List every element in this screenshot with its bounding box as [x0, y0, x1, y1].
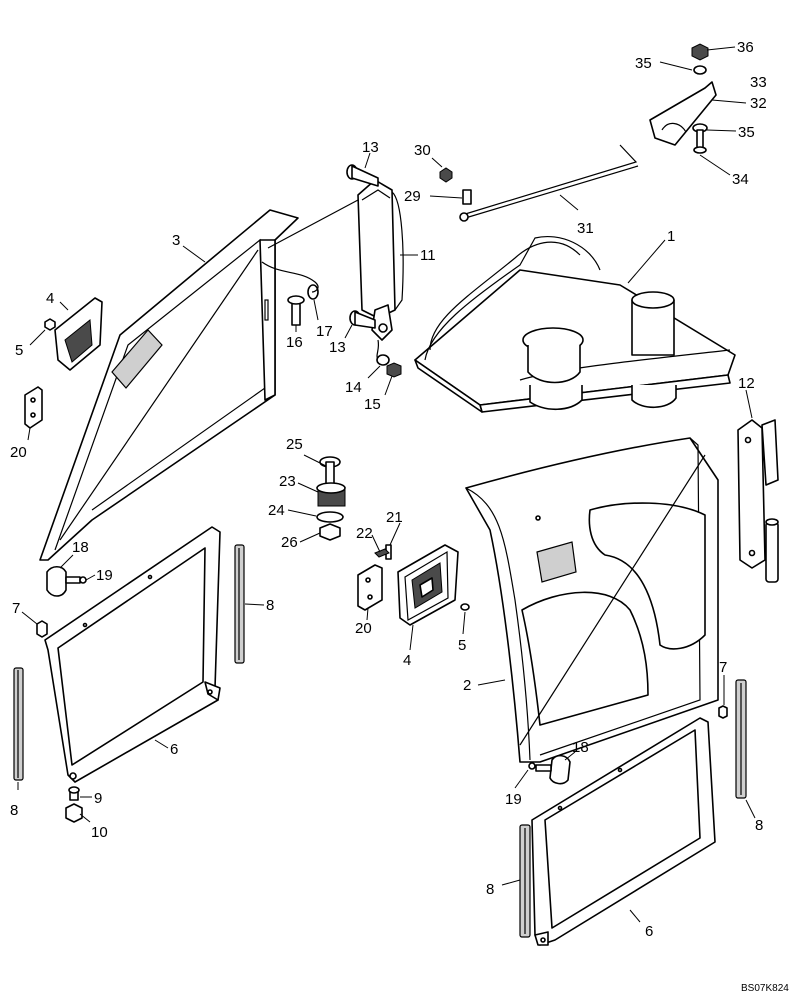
callout-20: 20 — [10, 444, 27, 461]
callout-7: 7 — [12, 600, 20, 617]
callout-25: 25 — [286, 436, 303, 453]
part-4-left-latch — [24, 297, 103, 441]
callout-18: 18 — [72, 539, 89, 556]
callout-1: 1 — [667, 228, 675, 245]
callout-36: 36 — [737, 39, 754, 56]
part-2-right-panel — [465, 437, 719, 763]
callout-6: 6 — [170, 741, 178, 758]
callout-14: 14 — [345, 379, 362, 396]
part-8-seal-right — [501, 679, 756, 938]
callout-6: 6 — [645, 923, 653, 940]
part-1-top-cover — [414, 236, 736, 413]
callout-3: 3 — [172, 232, 180, 249]
part-23-mount — [287, 454, 346, 543]
callout-19: 19 — [96, 567, 113, 584]
part-4-center-latch — [357, 522, 470, 651]
callout-7: 7 — [719, 659, 727, 676]
callout-31: 31 — [577, 220, 594, 237]
callout-29: 29 — [404, 188, 421, 205]
callout-8: 8 — [755, 817, 763, 834]
callout-30: 30 — [414, 142, 431, 159]
part-3-left-panel — [39, 209, 299, 561]
part-6-right-frame — [514, 675, 728, 946]
callout-24: 24 — [268, 502, 285, 519]
callout-34: 34 — [732, 171, 749, 188]
callout-12: 12 — [738, 375, 755, 392]
part-32-bracket — [649, 43, 747, 176]
callout-15: 15 — [364, 396, 381, 413]
part-31-rod — [429, 144, 639, 222]
callout-19: 19 — [505, 791, 522, 808]
callout-17: 17 — [316, 323, 333, 340]
callout-labels: 36 35 33 32 35 34 30 13 29 31 1 3 11 4 5… — [10, 39, 767, 940]
part-11-hinge — [261, 152, 418, 396]
callout-8: 8 — [486, 881, 494, 898]
callout-4: 4 — [403, 652, 411, 669]
part-8-seal-left — [13, 544, 265, 790]
callout-35: 35 — [738, 124, 755, 141]
callout-11: 11 — [420, 247, 436, 264]
callout-33: 33 — [750, 74, 767, 91]
callout-20: 20 — [355, 620, 372, 637]
callout-4: 4 — [46, 290, 54, 307]
callout-10: 10 — [91, 824, 108, 841]
callout-21: 21 — [386, 509, 403, 526]
callout-35: 35 — [635, 55, 652, 72]
callout-5: 5 — [458, 637, 466, 654]
callout-16: 16 — [286, 334, 303, 351]
callout-2: 2 — [463, 677, 471, 694]
callout-13: 13 — [329, 339, 346, 356]
callout-22: 22 — [356, 525, 373, 542]
callout-26: 26 — [281, 534, 298, 551]
callout-13: 13 — [362, 139, 379, 156]
callout-8: 8 — [10, 802, 18, 819]
callout-9: 9 — [94, 790, 102, 807]
callout-23: 23 — [279, 473, 296, 490]
callout-32: 32 — [750, 95, 767, 112]
callout-8: 8 — [266, 597, 274, 614]
part-12-hinge — [737, 389, 779, 583]
part-6-left-frame — [21, 526, 221, 823]
callout-5: 5 — [15, 342, 23, 359]
figure-code: BS07K824 — [741, 983, 789, 994]
callout-18: 18 — [572, 739, 589, 756]
